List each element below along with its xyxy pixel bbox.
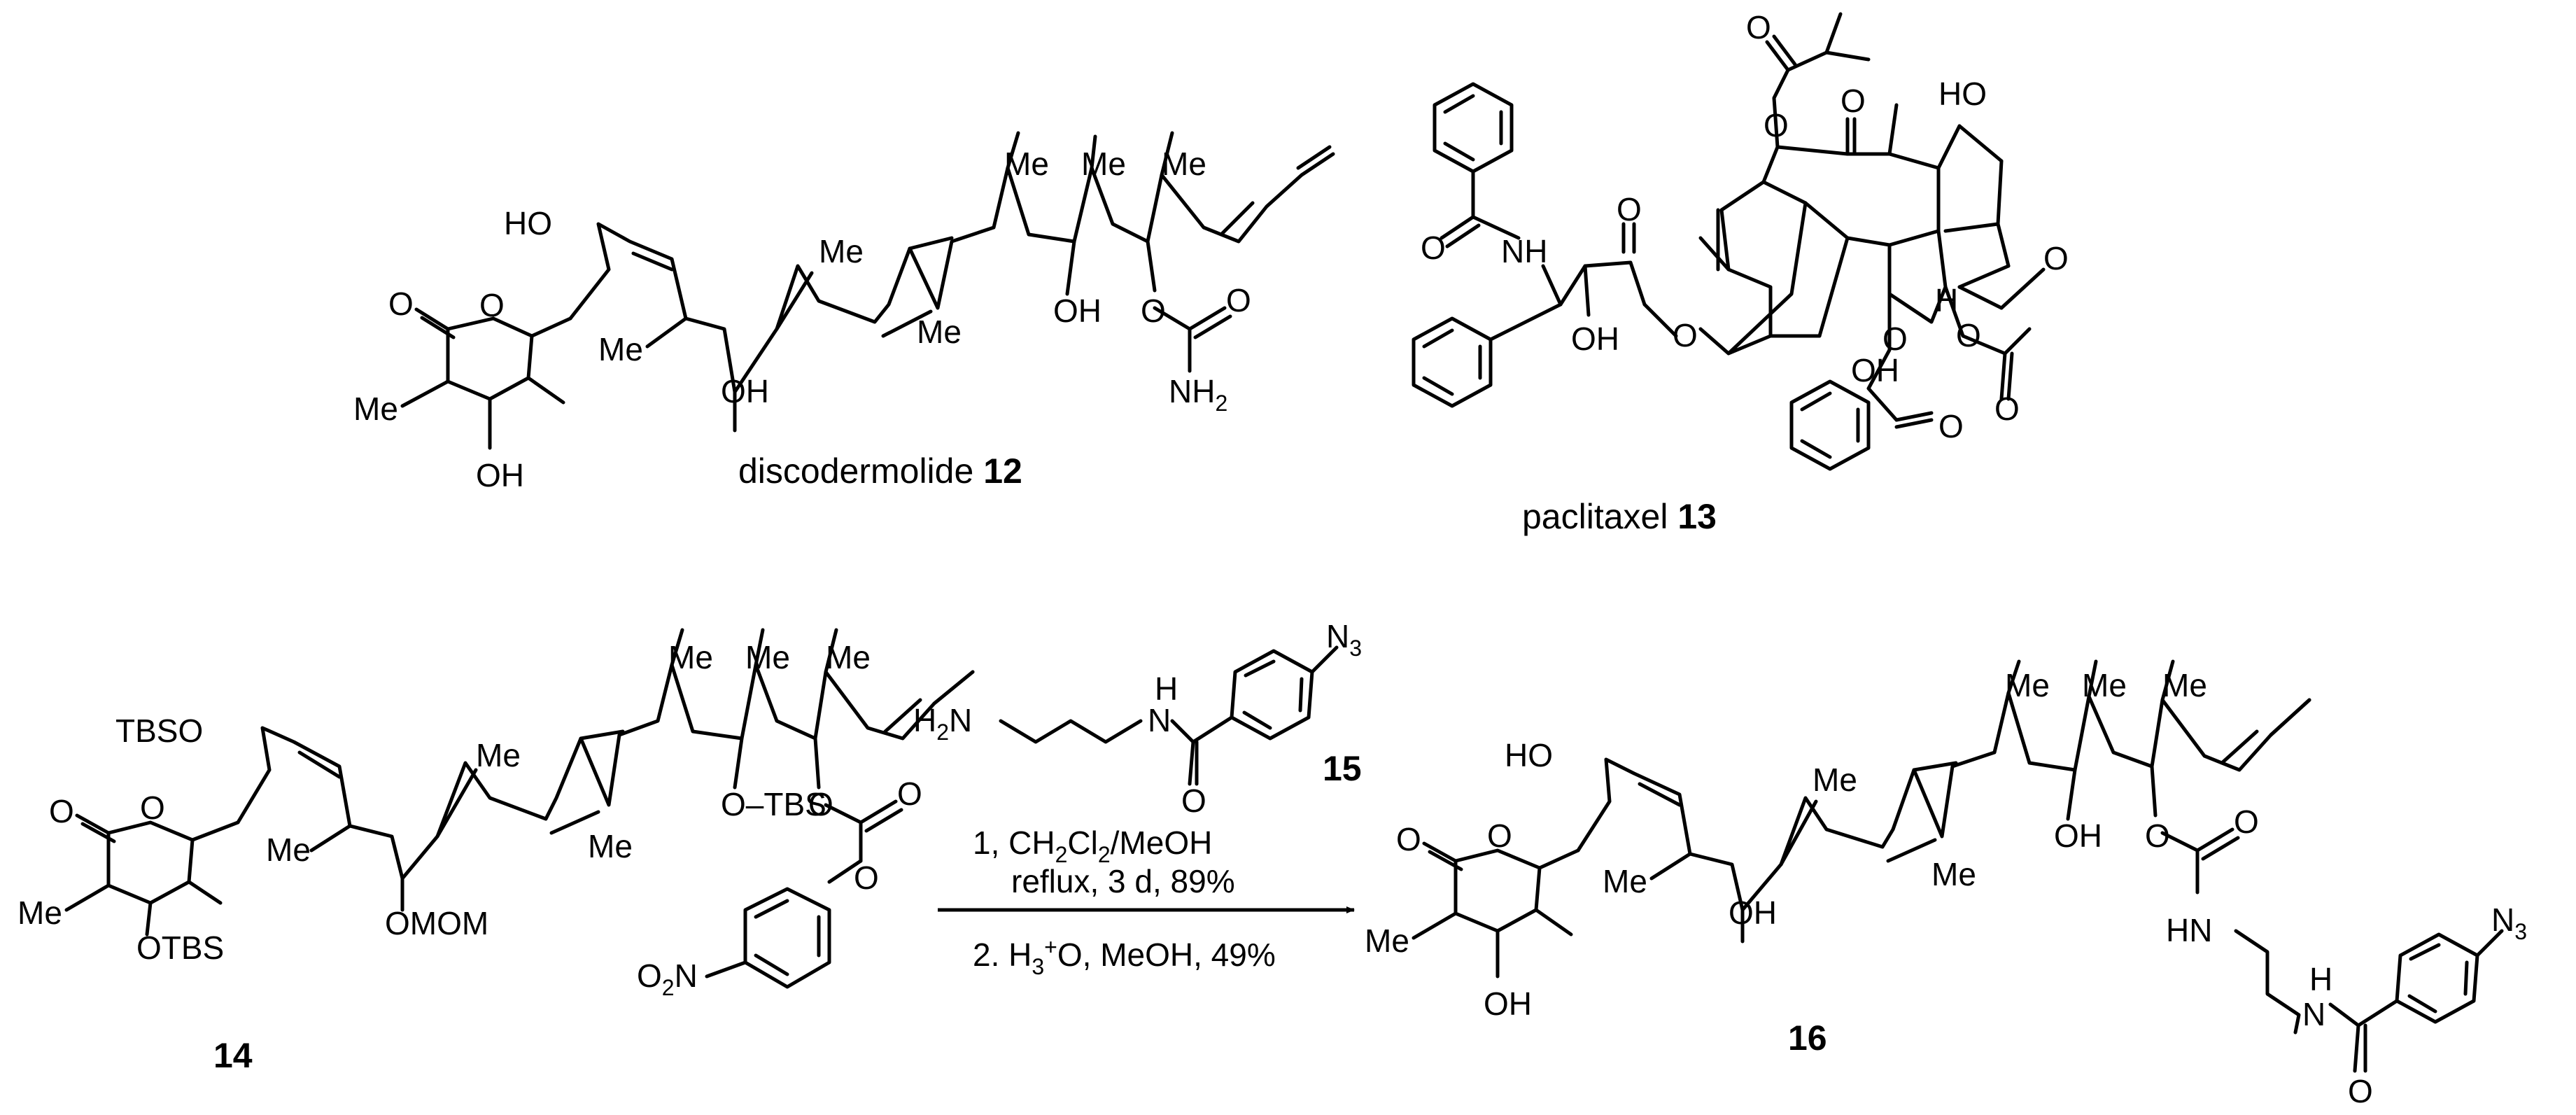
atom-o-carbamate-12: O [1141,293,1166,329]
atom-ho-12: HO [504,205,552,241]
atom-o-aryl-14: O [854,860,879,896]
compound-14-structure: TBSO O O Me OTBS Me OMOM Me Me Me O–TBS … [17,628,975,1075]
atom-o-tbs-14: O–TBS [721,786,826,822]
condition-step1-line2: reflux, 3 d, 89% [1011,863,1235,899]
atom-me-16c: Me [1813,762,1857,798]
atom-ring-o-16: O [1487,818,1512,854]
atom-me-12d: Me [917,314,962,350]
atom-nitro-14: O2N [637,958,698,1000]
atom-carbonyl-o-15: O [1181,783,1206,819]
atom-h-amide-16: H [2309,961,2332,997]
atom-me-12b: Me [598,331,643,367]
atom-oh-13a: OH [1571,321,1619,357]
atom-oxetane-o-13: O [2043,240,2069,276]
atom-omom-14: OMOM [385,905,488,941]
atom-nh-13: NH [1501,233,1547,269]
compound-15-label: 15 [1323,749,1362,788]
atom-oh-12a: OH [476,457,524,493]
atom-oh-16b: OH [1729,895,1777,931]
atom-oh-16a: OH [1484,986,1532,1022]
atom-me-16d: Me [1931,856,1976,892]
atom-ester-o-13c: O [1882,321,1908,357]
atom-oh-12b: OH [721,373,769,409]
atom-me-14c: Me [476,737,521,773]
atom-carbonyl-o-16: O [1396,821,1421,857]
compound-13-label: paclitaxel 13 [1522,497,1717,536]
discodermolide-structure: O O Me OH HO Me OH Me Me Me OH Me O Me O… [353,131,1335,493]
atom-ring-o-14: O [140,790,165,826]
atom-me-16b: Me [1603,863,1647,899]
atom-ho-16: HO [1505,737,1553,773]
atom-ester-o-13: O [1673,317,1698,353]
atom-carbonyl-o-carbonate-14: O [897,776,922,812]
atom-oh-13b: OH [1851,352,1899,388]
atom-n-amide-15: N [1148,702,1171,738]
atom-me-16g: Me [2162,667,2207,703]
atom-carbonyl-o-13b: O [1617,191,1642,227]
atom-me-12g: Me [1162,146,1206,182]
atom-nh2-12: NH2 [1169,373,1227,416]
compound-12-label: discodermolide 12 [738,451,1022,491]
paclitaxel-structure: O NH O O OH O O O HO O H OH O O O O pacl… [1412,9,2069,536]
atom-me-12c: Me [819,233,864,269]
atom-me-12f: Me [1081,146,1126,182]
atom-ester-o-13d: O [1956,317,1981,353]
compound-16-label: 16 [1788,1018,1827,1058]
atom-me-14d: Me [588,828,633,864]
atom-me-14g: Me [826,639,871,675]
atom-carbonyl-o-13e: O [1994,391,2020,427]
atom-h2n-15: H2N [913,702,972,745]
condition-step2: 2. H3+O, MeOH, 49% [973,934,1276,979]
atom-carbonyl-o-carbamate-16: O [2234,804,2259,840]
atom-o-carbamate-16: O [2145,818,2170,854]
atom-o-carbonate-14: O [808,786,833,822]
atom-ketone-o-13: O [1840,83,1866,119]
atom-ring-o-12: O [479,287,505,323]
lactone-ring-14 [106,820,195,905]
atom-carbonyl-o-amide-16: O [2348,1073,2373,1109]
lactone-ring [446,316,534,401]
taxane-core [1698,180,1808,356]
benzene-ring-13c [1789,379,1871,471]
compound-15-structure: H2N H N O N3 15 [913,618,1362,819]
backbone-chain-14 [236,663,975,881]
atom-me-14a: Me [17,895,62,931]
atom-ho-13: HO [1938,76,1987,112]
propyl-linker-15 [999,719,1143,744]
atom-me-16e: Me [2005,667,2050,703]
atom-me-16a: Me [1365,923,1409,959]
atom-azide-16: N3 [2491,902,2527,944]
atom-carbonyl-o-13a: O [1421,230,1446,266]
atom-oh-12c: OH [1053,293,1102,329]
compound-16-structure: HO O O Me OH Me OH Me Me Me OH Me O Me O… [1365,659,2527,1109]
atom-otbs-14: OTBS [136,930,224,966]
reaction-arrow-group: 1, CH2Cl2/MeOH reflux, 3 d, 89% 2. H3+O,… [938,825,1355,979]
atom-h-amide-15: H [1155,671,1178,707]
atom-carbonyl-o-carbamate-12: O [1226,282,1251,318]
atom-azide-15: N3 [1326,618,1362,661]
atom-hn-16: HN [2166,912,2212,948]
atom-me-16f: Me [2082,667,2127,703]
atom-me-12a: Me [353,391,398,427]
benzene-ring-14 [743,887,831,989]
atom-oh-16c: OH [2054,818,2102,854]
atom-carbonyl-o-13d: O [1938,408,1964,444]
lactone-ring-16 [1454,848,1542,933]
atom-n-amide-16: N [2302,996,2325,1032]
atom-h-13: H [1935,282,1958,318]
compound-14-label: 14 [213,1036,253,1075]
atom-carbonyl-o-14: O [49,793,74,829]
atom-carbonyl-o-12: O [388,286,414,322]
condition-step1: 1, CH2Cl2/MeOH [973,825,1212,867]
backbone-chain-16 [1576,691,2311,912]
atom-tbso-14: TBSO [115,713,203,749]
atom-me-14b: Me [266,832,311,868]
atom-me-12e: Me [1004,146,1049,182]
atom-me-14e: Me [668,639,713,675]
atom-carbonyl-o-13c: O [1746,9,1771,45]
atom-ester-o-13b: O [1764,107,1789,143]
backbone-chain-12 [568,152,1335,394]
atom-me-14f: Me [745,639,790,675]
